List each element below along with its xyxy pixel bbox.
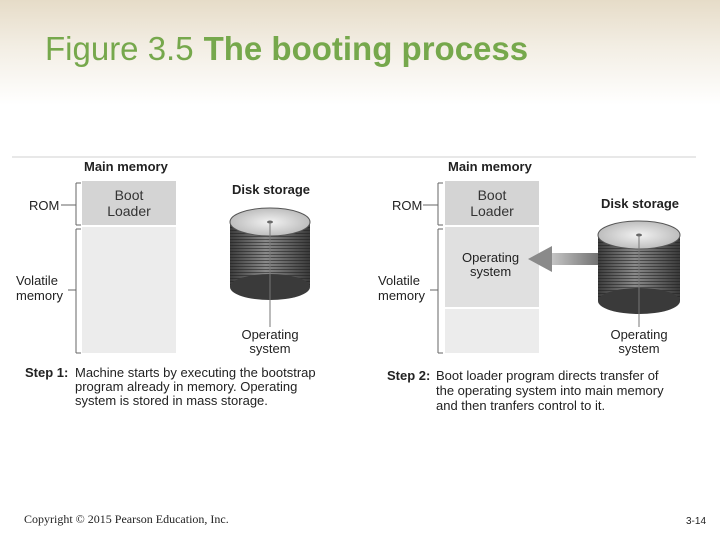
os-in-memory-block [445,227,539,307]
step-label: Step 2: [387,368,430,383]
step-description-line3: system is stored in mass storage. [75,393,268,408]
panel-step-1: Main memory Boot Loader ROM Volatile mem… [16,159,316,408]
figure-caption: The booting process [203,30,529,67]
volatile-memory-label-line1: Volatile [378,273,420,288]
volatile-memory-label-line2: memory [378,288,425,303]
copyright-notice: Copyright © 2015 Pearson Education, Inc. [24,512,229,526]
step-description-line1: Boot loader program directs transfer of [436,368,659,383]
booting-diagram-svg: Main memory Boot Loader ROM Volatile mem… [12,156,696,413]
main-memory-label: Main memory [84,159,169,174]
panel-step-2: Main memory Boot Loader Operating system… [378,159,681,413]
os-label-line1: Operating [241,327,298,342]
disk-storage-label: Disk storage [232,182,310,197]
step-description-line1: Machine starts by executing the bootstra… [75,365,316,380]
os-label-line2: system [249,341,290,356]
os-label-line2: system [618,341,659,356]
rom-label: ROM [392,198,422,213]
volatile-memory-label-line1: Volatile [16,273,58,288]
main-memory-label: Main memory [448,159,533,174]
boot-loader-label-line1: Boot [115,187,144,203]
page-number: 3-14 [686,516,707,527]
volatile-memory-label-line2: memory [16,288,63,303]
volatile-memory-block [445,309,539,353]
rom-label: ROM [29,198,59,213]
transfer-arrow [528,246,600,272]
os-in-memory-label-line2: system [470,264,511,279]
rom-block [82,181,176,225]
step-label: Step 1: [25,365,68,380]
title-band [0,0,720,105]
os-in-memory-label-line1: Operating [462,250,519,265]
disk-storage-label: Disk storage [601,196,679,211]
figure-number: Figure 3.5 [45,30,194,67]
boot-loader-label-line1: Boot [478,187,507,203]
rom-block [445,181,539,225]
boot-loader-label-line2: Loader [470,203,514,219]
step-description-line2: program already in memory. Operating [75,379,297,394]
volatile-memory-block [82,227,176,353]
step-description-line2: the operating system into main memory [436,383,664,398]
step-description-line3: and then tranfers control to it. [436,398,605,413]
booting-diagram: Main memory Boot Loader ROM Volatile mem… [12,155,696,420]
os-label-line1: Operating [610,327,667,342]
boot-loader-label-line2: Loader [107,203,151,219]
